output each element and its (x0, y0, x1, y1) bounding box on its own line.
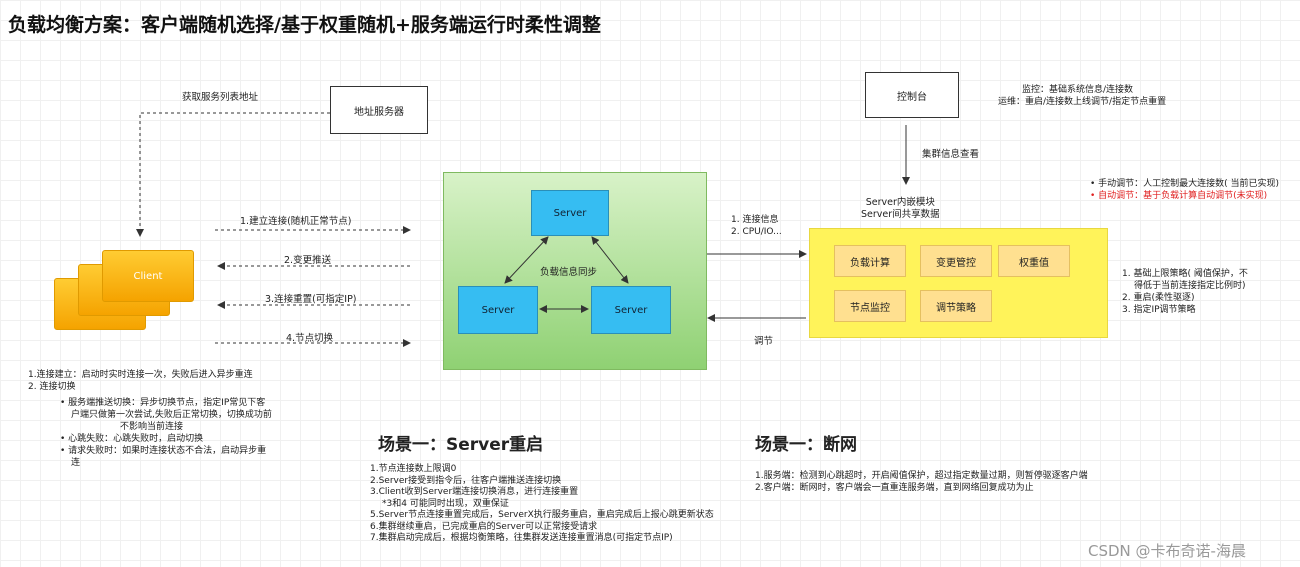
console-box: 控制台 (865, 72, 959, 118)
client-note-bullet: • 心跳失败：心跳失败时，启动切换 (60, 434, 204, 444)
adjust-modes: • 手动调节：人工控制最大连接数( 当前已实现) • 自动调节：基于负载计算自动… (1090, 178, 1279, 202)
adjust-label: 调节 (754, 336, 774, 347)
client-note-bullet-line: • 请求失败时：如果时连接状态不合法，启动异步重 (60, 446, 267, 456)
module-title-line: Server间共享数据 (861, 209, 940, 220)
console-note-line: 运维：重启/连接数上线调节/指定节点重置 (998, 97, 1167, 107)
module-note-line: 得低于当前连接指定比例时) (1134, 281, 1246, 291)
client-notes: 1.连接建立：启动时实时连接一次，失败后进入异步重连 2. 连接切换 • 服务端… (28, 369, 272, 469)
client-card-front: Client (102, 250, 194, 302)
server-left: Server (458, 286, 538, 334)
scene2-line: 2.客户端：断网时，客户端会一直重连服务端，直到网络回复成功为止 (755, 483, 1034, 493)
scene2-title: 场景一：断网 (755, 435, 857, 455)
info-flow-line: 1. 连接信息 (731, 215, 779, 225)
client-note-bullet-line: 连 (71, 458, 81, 468)
client-note-line: 1.连接建立：启动时实时连接一次，失败后进入异步重连 (28, 370, 253, 380)
scene1-line: 5.Server节点连接重置完成后，ServerX执行服务重启，重启完成后上报心… (370, 510, 714, 520)
module-note-line: 3. 指定IP调节策略 (1122, 305, 1196, 315)
scene2-notes: 1.服务端：检测到心跳超时，开启阈值保护，超过指定数量过期，则暂停驱逐客户端 2… (755, 470, 1088, 494)
console-label: 控制台 (897, 91, 927, 103)
module-note-line: 2. 重启(柔性驱逐) (1122, 293, 1195, 303)
module-title-line: Server内嵌模块 (865, 197, 935, 208)
server-top: Server (531, 190, 609, 236)
scene1-notes: 1.节点连接数上限调0 2.Server接受到指令后，往客户端推送连接切换 3.… (370, 464, 714, 545)
module-load-calc: 负载计算 (834, 245, 906, 277)
scene1-line: 7.集群启动完成后，根据均衡策略，往集群发送连接重置消息(可指定节点IP) (370, 533, 673, 543)
module-notes: 1. 基础上限策略( 阈值保护，不 得低于当前连接指定比例时) 2. 重启(柔性… (1122, 268, 1248, 316)
client-note-line: 2. 连接切换 (28, 382, 76, 392)
auto-adjust-line: • 自动调节：基于负载计算自动调节(未实现) (1090, 191, 1268, 201)
module-weight: 权重值 (998, 245, 1070, 277)
manual-adjust-line: • 手动调节：人工控制最大连接数( 当前已实现) (1090, 179, 1280, 189)
module-node-monitor: 节点监控 (834, 290, 906, 322)
console-note-line: 监控：基础系统信息/连接数 (1022, 85, 1134, 95)
scene1-line: 6.集群继续重启，已完成重启的Server可以正常接受请求 (370, 521, 598, 532)
console-notes: 监控：基础系统信息/连接数 运维：重启/连接数上线调节/指定节点重置 (998, 84, 1166, 108)
address-edge-label: 获取服务列表地址 (182, 92, 259, 103)
scene1-line: 3.Client收到Server端连接切换消息，进行连接重置 (370, 487, 579, 497)
watermark: CSDN @卡布奇诺-海晨 (1088, 542, 1246, 560)
sync-edge-right (591, 236, 629, 284)
console-edge-label: 集群信息查看 (922, 149, 980, 160)
scene1-title: 场景一：Server重启 (378, 435, 544, 455)
address-server-box: 地址服务器 (330, 86, 428, 134)
sync-edge-left (504, 236, 549, 284)
server-right: Server (591, 286, 671, 334)
module-adjust-strategy: 调节策略 (920, 290, 992, 322)
address-server-label: 地址服务器 (354, 106, 404, 118)
sync-label: 负载信息同步 (540, 267, 598, 278)
flow-1-label: 1.建立连接(随机正常节点) (240, 216, 352, 227)
info-flow-labels: 1. 连接信息 2. CPU/IO... (731, 214, 782, 238)
flow-2-label: 2.变更推送 (284, 255, 332, 266)
page-title: 负载均衡方案：客户端随机选择/基于权重随机+服务端运行时柔性调整 (8, 14, 601, 36)
client-label: Client (133, 270, 163, 282)
scene1-line: 1.节点连接数上限调0 (370, 464, 457, 474)
client-note-bullet-line: • 服务端推送切换：异步切换节点，指定IP常见下客 (60, 398, 266, 408)
server-cluster (443, 172, 707, 370)
scene2-line: 1.服务端：检测到心跳超时，开启阈值保护，超过指定数量过期，则暂停驱逐客户端 (755, 471, 1088, 481)
info-flow-line: 2. CPU/IO... (731, 227, 782, 237)
address-to-client-edge (136, 112, 330, 237)
client-note-bullet-line: 户端只做第一次尝试,失败后正常切换，切换成功前 (71, 410, 272, 420)
flow-3-label: 3.连接重置(可指定IP) (265, 294, 357, 305)
flow-4-label: 4.节点切换 (286, 333, 334, 344)
client-note-bullet-line: 不影响当前连接 (120, 422, 184, 432)
client-note-bullet: • 服务端推送切换：异步切换节点，指定IP常见下客 户端只做第一次尝试,失败后正… (60, 397, 272, 433)
scene1-line: *3和4 可能同时出现，双重保证 (382, 498, 509, 509)
module-note-line: 1. 基础上限策略( 阈值保护，不 (1122, 269, 1248, 279)
module-change-control: 变更管控 (920, 245, 992, 277)
scene1-line: 2.Server接受到指令后，往客户端推送连接切换 (370, 475, 562, 486)
module-title: Server内嵌模块 Server间共享数据 (861, 197, 940, 221)
client-note-bullet: • 请求失败时：如果时连接状态不合法，启动异步重 连 (60, 445, 272, 469)
